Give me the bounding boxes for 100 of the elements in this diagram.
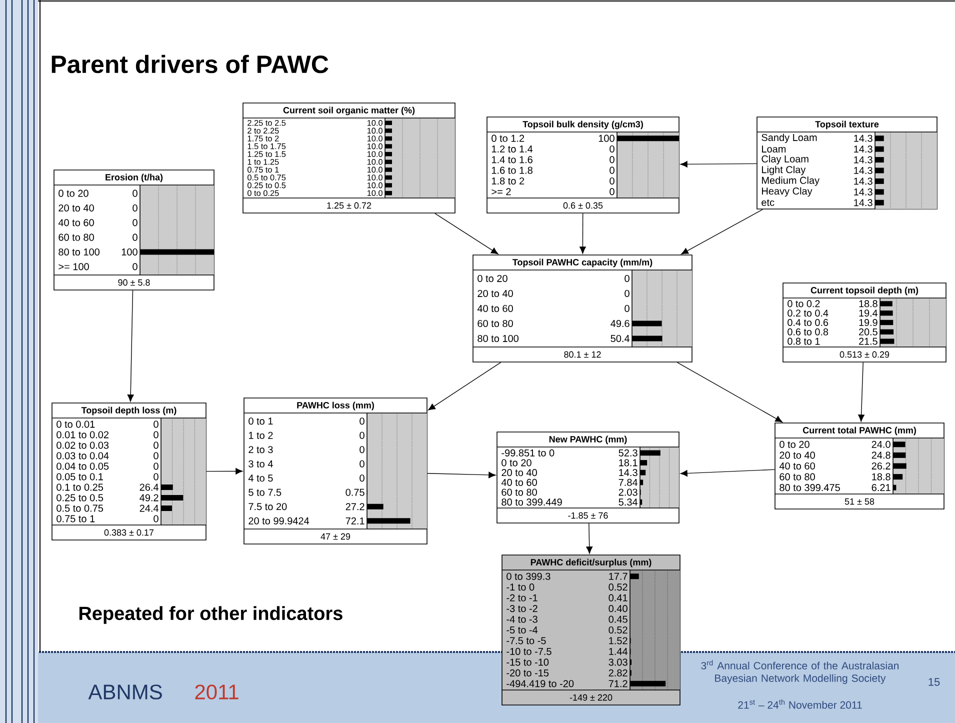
node-title: New PAWHC (mm) <box>549 436 627 444</box>
footer-acronym: ABNMS <box>88 684 162 700</box>
probability-value: 0 <box>610 166 614 174</box>
state-label: Clay Loam <box>762 155 808 164</box>
node-title: Topsoil PAWHC capacity (mm/m) <box>512 258 652 268</box>
probability-value: 49.2 <box>140 494 158 502</box>
probability-value: 20.5 <box>859 328 878 336</box>
probability-value: 26.4 <box>140 484 158 491</box>
arrow <box>680 161 757 168</box>
network-node <box>54 170 214 290</box>
probability-value: 0 <box>132 234 138 241</box>
state-label: 0 to 1.2 <box>492 134 524 142</box>
probability-value: 7.84 <box>618 478 638 486</box>
probability-value: 10.0 <box>367 182 382 188</box>
probability-value: 10.0 <box>367 128 382 134</box>
probability-value: 0 <box>610 177 614 185</box>
slide-title: Parent drivers of PAWC <box>52 54 328 74</box>
footer-date: 21$^{st}$ – 24$^{th}$ November 2011 <box>738 699 862 709</box>
state-label: 1.25 to 1.5 <box>248 151 286 157</box>
probability-value: 0 <box>154 462 158 470</box>
node-title: Topsoil texture <box>815 120 879 130</box>
probability-value: 24.0 <box>872 440 890 448</box>
mean-value: -1.85 ± 76 <box>568 512 608 519</box>
network-node <box>502 554 680 706</box>
mean-value: 0.383 ± 0.17 <box>104 529 154 536</box>
state-label: 0.5 to 0.75 <box>56 504 104 512</box>
probability-value: 19.4 <box>859 310 878 317</box>
probability-value: 14.3 <box>854 188 872 196</box>
arrow <box>206 468 243 474</box>
state-label: 80 to 100 <box>478 334 518 342</box>
probability-value: 0 <box>610 188 614 196</box>
state-label: 1.6 to 1.8 <box>492 166 532 174</box>
state-label: 60 to 80 <box>502 488 537 496</box>
state-label: 5 to 7.5 <box>248 488 282 496</box>
node-title: Current soil organic matter (%) <box>283 106 415 116</box>
state-label: 4 to 5 <box>248 474 273 482</box>
state-label: -20 to -15 <box>506 669 549 676</box>
state-label: 2 to 3 <box>248 446 273 454</box>
state-label: 2.25 to 2.5 <box>248 120 286 126</box>
probability-value: 24.4 <box>140 504 158 512</box>
state-label: 1.2 to 1.4 <box>492 145 533 153</box>
state-label: 0 to 399.3 <box>506 572 550 580</box>
state-label: 0 to 1 <box>248 418 273 425</box>
arrow <box>580 213 586 254</box>
state-label: -10 to -7.5 <box>506 648 552 655</box>
note-text: Repeated for other indicators <box>79 606 342 624</box>
probability-value: 0 <box>154 431 158 438</box>
state-label: 60 to 80 <box>478 320 513 328</box>
state-label: 0.75 to 1 <box>56 515 95 522</box>
probability-value: 26.2 <box>872 462 890 470</box>
probability-value: 0 <box>132 204 138 212</box>
state-label: -7.5 to -5 <box>506 637 546 644</box>
state-label: 20 to 40 <box>502 469 537 476</box>
state-label: 1.5 to 1.75 <box>248 143 286 150</box>
arrow <box>127 290 134 402</box>
probability-value: 0 <box>154 452 158 460</box>
state-label: 1 to 1.25 <box>248 159 279 165</box>
state-label: 0.6 to 0.8 <box>788 328 828 336</box>
probability-value: 100 <box>598 134 614 142</box>
probability-value: 50.4 <box>610 334 630 342</box>
state-label: 40 to 60 <box>477 304 513 312</box>
state-label: 0.2 to 0.4 <box>788 310 828 317</box>
state-label: 7.5 to 20 <box>248 503 287 510</box>
probability-value: 0 <box>610 156 614 164</box>
probability-value: 0 <box>624 274 630 282</box>
probability-value: 21.5 <box>859 338 878 345</box>
probability-value: 0 <box>610 145 614 153</box>
probability-value: 18.1 <box>619 459 638 466</box>
state-label: -4 to -3 <box>506 616 538 623</box>
probability-value: 27.2 <box>346 503 364 510</box>
footer-year: 2011 <box>195 684 238 700</box>
probability-value: 0 <box>154 420 158 428</box>
arrow <box>676 362 782 422</box>
state-label: 20 to 99.9424 <box>248 517 310 524</box>
probability-value: 14.3 <box>854 134 872 142</box>
probability-value: 10.0 <box>367 190 382 196</box>
mean-value: -149 ± 220 <box>570 694 612 701</box>
probability-value: 0 <box>154 473 158 480</box>
probability-value: 0 <box>154 442 158 449</box>
probability-value: 19.9 <box>859 318 878 326</box>
state-label: 80 to 100 <box>58 248 100 256</box>
node-title: Topsoil bulk density (g/cm3) <box>522 120 643 130</box>
probability-value: 10.0 <box>367 159 382 165</box>
probability-value: 0 <box>132 219 138 226</box>
state-label: 0.02 to 0.03 <box>56 442 109 449</box>
arrow <box>586 523 593 554</box>
network-node <box>52 402 206 540</box>
node-title: Topsoil depth loss (m) <box>81 406 176 416</box>
page-number: 15 <box>928 678 940 686</box>
network-node <box>242 102 456 214</box>
state-label: >= 100 <box>58 263 89 270</box>
probability-value: 24.8 <box>872 452 890 459</box>
state-label: 0 to 20 <box>780 440 810 448</box>
network-node <box>496 432 680 524</box>
state-label: 0.5 to 0.75 <box>248 174 286 180</box>
probability-value: 0 <box>360 446 364 454</box>
state-label: -15 to -10 <box>506 658 549 666</box>
probability-value: 0.40 <box>608 605 628 612</box>
state-label: -1 to 0 <box>506 584 534 591</box>
state-label: 20 to 40 <box>478 290 513 298</box>
